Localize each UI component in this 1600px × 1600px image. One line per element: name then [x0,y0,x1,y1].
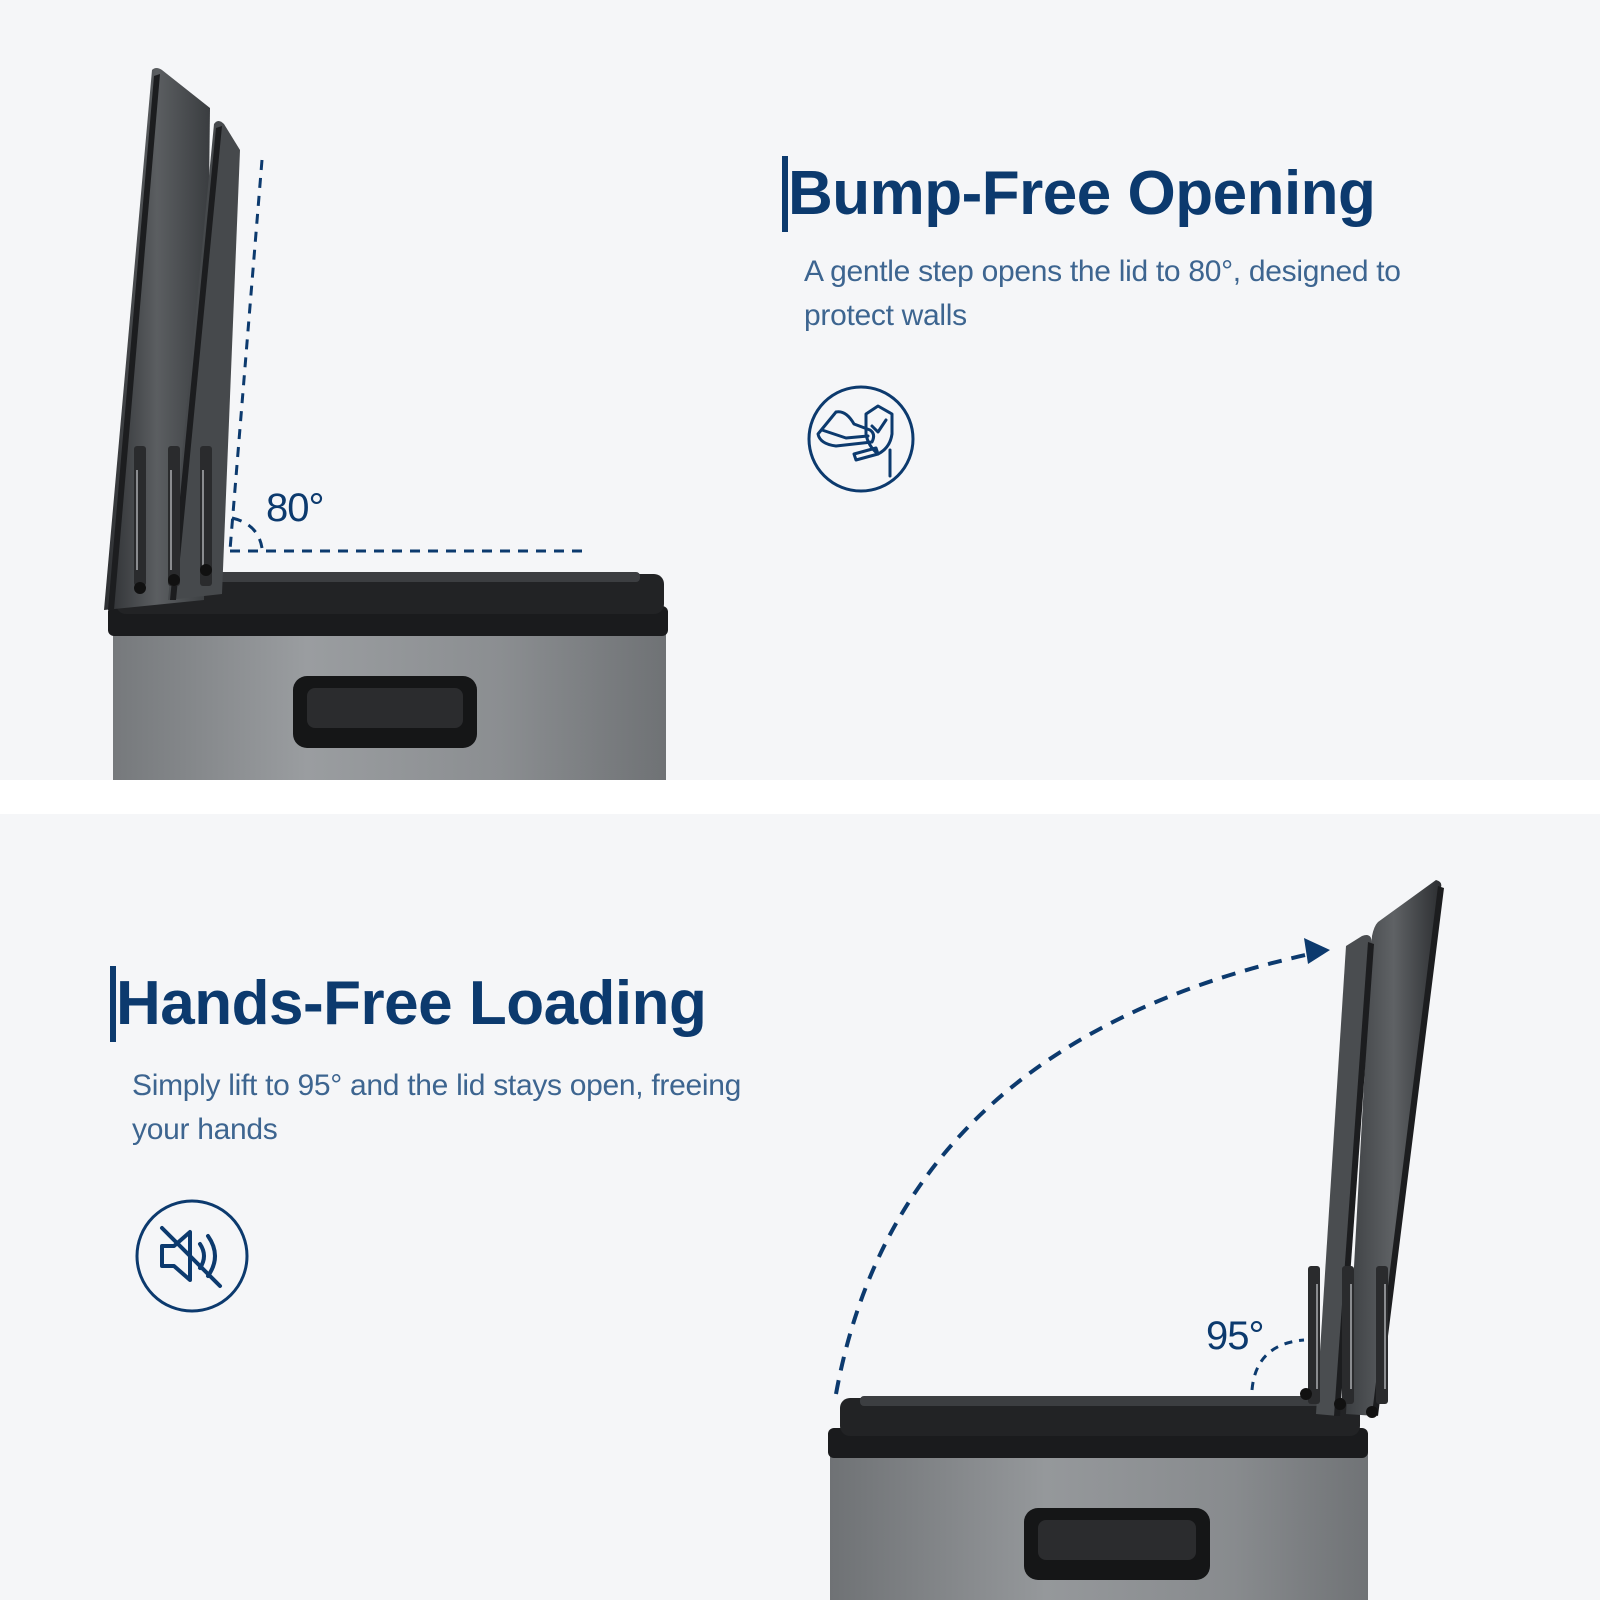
heading-initial: B [788,159,833,229]
bump-free-opening-heading: Bump-Free Opening [782,156,1376,236]
bump-free-opening-description: A gentle step opens the lid to 80°, desi… [804,255,1401,332]
trash-bin-95-degree-illustration [828,880,1444,1600]
heading-accent-bar [110,966,116,1042]
heading-rest: ump-Free Opening [832,159,1376,229]
bump-free-opening-section: 80° Bump-Free Opening A gentle step open… [0,0,1600,780]
hands-free-loading-heading: Hands-Free Loading [110,966,707,1046]
hands-free-loading-section: 95° Hands-Free Loading Simply lift to 95… [0,814,1600,1600]
angle-95-label: 95° [1206,1314,1264,1358]
lift-arc-arrow [834,938,1330,1395]
angle-guide-lines [228,159,588,553]
mute-speaker-icon [135,1199,249,1313]
trash-bin-80-degree-illustration [104,68,668,780]
angle-80-label: 80° [266,486,324,530]
trash-bin-body [108,572,668,780]
open-lids [104,68,240,610]
heading-rest: ands-Free Loading [160,969,707,1039]
hands-free-loading-description: Simply lift to 95° and the lid stays ope… [132,1069,742,1146]
open-lids [1300,880,1444,1418]
heading-initial: H [116,969,161,1039]
trash-bin-body [828,1396,1368,1600]
foot-pedal-shield-icon [807,385,915,493]
heading-accent-bar [782,156,788,232]
